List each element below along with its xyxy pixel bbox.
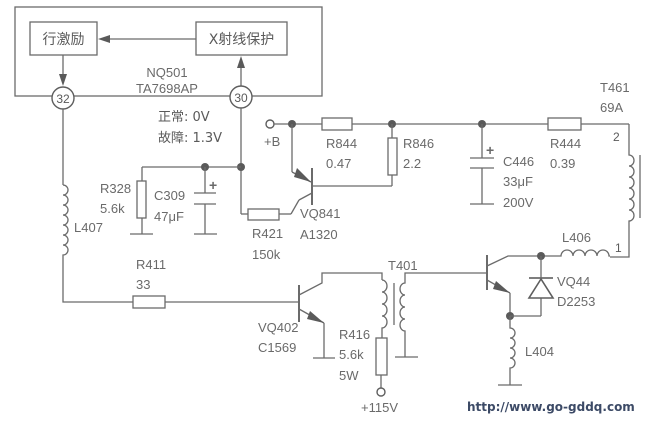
r444-resistor (547, 117, 582, 131)
r416-resistor (375, 337, 388, 376)
l406-inductor (541, 249, 610, 257)
t461-pin2: 2 (613, 130, 620, 144)
polarity-plus-icon: + (486, 142, 494, 158)
vq44-ref: VQ44 (557, 274, 590, 289)
l407-inductor (62, 184, 133, 303)
r846-ref: R846 (403, 136, 434, 151)
t461-pin1: 1 (615, 241, 622, 255)
t401-primary (381, 279, 388, 338)
vq402-collector (298, 272, 383, 296)
overcurrent-sense: +B R844 0.47 R846 2.2 VQ841 A1320 (264, 117, 548, 242)
r411-resistor (132, 295, 166, 309)
emitter-arrow-icon (493, 281, 510, 293)
polarity-plus-icon: + (209, 177, 217, 193)
diode-triangle-icon (527, 277, 555, 299)
r411-value: 33 (136, 277, 150, 292)
drive-path: L407 R411 33 VQ402 C1569 +115V R416 5.6k… (62, 109, 487, 415)
pin30-fault-voltage: 故障: 1.3V (158, 131, 222, 146)
r328-ref: R328 (100, 181, 131, 196)
ic-ref: NQ501 (146, 65, 187, 80)
output-supply: + C446 33μF 200V R444 0.39 T461 69A 2 1 … (470, 80, 641, 258)
ic-part: TA7698AP (136, 81, 198, 96)
r421-value: 150k (252, 247, 281, 262)
t461-winding (610, 124, 635, 258)
c446-value: 33μF (503, 174, 533, 189)
c446-rating: 200V (503, 195, 534, 210)
emitter-arrow-icon (294, 168, 311, 182)
pin-32-label: 32 (56, 92, 70, 106)
r328-resistor (136, 180, 147, 219)
pin-30-label: 30 (234, 91, 248, 105)
c446-ref: C446 (503, 154, 534, 169)
r411-ref: R411 (136, 257, 166, 272)
vq44-part: D2253 (557, 294, 595, 309)
r416-value: 5.6k (339, 347, 364, 362)
r846-resistor (387, 137, 398, 176)
t401-ref: T401 (388, 258, 418, 273)
arrow-left-icon (98, 35, 110, 43)
vq44-collector (486, 255, 541, 267)
plus-b-label: +B (264, 134, 280, 149)
pin30-normal-voltage: 正常: 0V (158, 110, 210, 125)
protection-network: R328 5.6k + C309 47μF R421 150k (100, 108, 313, 262)
r416-rating: 5W (339, 368, 359, 383)
r844-resistor (321, 117, 353, 131)
ic-nq501: 行激励 X射线保护 NQ501 TA7698AP 32 30 (14, 6, 323, 110)
vq841-base-lead2 (298, 192, 313, 201)
arrow-down-icon (59, 74, 67, 86)
r846-value: 2.2 (403, 156, 421, 171)
vq402-part: C1569 (258, 340, 296, 355)
c309-value: 47μF (154, 209, 184, 224)
r844-ref: R844 (326, 136, 357, 151)
emitter-arrow-icon (307, 311, 324, 323)
vq402-ref: VQ402 (258, 320, 298, 335)
vq841-ref: VQ841 (300, 206, 340, 221)
r421-resistor (247, 208, 280, 221)
plus-115v-label: +115V (361, 400, 398, 415)
r844-value: 0.47 (326, 156, 351, 171)
r421-ref: R421 (252, 226, 283, 241)
l407-ref: L407 (74, 220, 103, 235)
xray-protect-block (195, 21, 288, 56)
t461-part: 69A (600, 100, 623, 115)
t461-ref: T461 (600, 80, 630, 95)
r444-ref: R444 (550, 136, 581, 151)
vq841-part: A1320 (300, 227, 338, 242)
plus-115v-terminal (376, 387, 386, 397)
r444-value: 0.39 (550, 156, 575, 171)
l404-inductor (509, 316, 516, 385)
line-output-stage: VQ44 D2253 L404 (486, 252, 595, 386)
t401-secondary (399, 272, 487, 357)
plus-b-terminal (265, 119, 275, 129)
line-drive-block (29, 21, 98, 56)
arrow-up-icon (237, 56, 245, 68)
line-drive-label: 行激励 (43, 31, 85, 48)
l404-ref: L404 (525, 344, 554, 359)
l406-ref: L406 (562, 230, 591, 245)
r328-value: 5.6k (100, 201, 125, 216)
xray-protect-label: X射线保护 (209, 32, 275, 48)
vq841-base-lead (290, 199, 300, 215)
c309-ref: C309 (154, 188, 185, 203)
watermark-url: http://www.go-gddq.com (467, 400, 635, 414)
r416-ref: R416 (339, 327, 370, 342)
